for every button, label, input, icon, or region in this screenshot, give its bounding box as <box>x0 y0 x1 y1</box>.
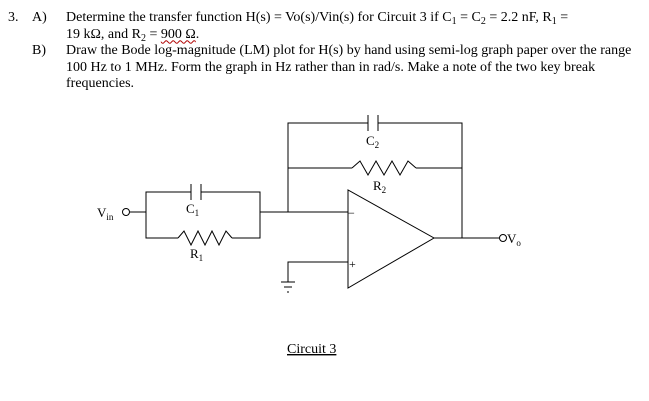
vin-terminal <box>122 208 130 216</box>
inverting-input-label: − <box>348 206 355 220</box>
part-b-text: Draw the Bode log-magnitude (LM) plot fo… <box>66 43 632 91</box>
problem-number: 3. <box>8 10 19 25</box>
part-a-text: Determine the transfer function H(s) = V… <box>66 10 569 44</box>
noninverting-input-label: + <box>349 257 356 271</box>
r2-resistor <box>351 159 417 177</box>
c2-capacitor <box>367 115 379 131</box>
c2-label: C2 <box>366 133 379 150</box>
part-b: B) Draw the Bode log-magnitude (LM) plot… <box>8 43 643 93</box>
vin-label: Vin <box>97 205 114 222</box>
part-b-letter: B) <box>32 43 46 58</box>
circuit-caption: Circuit 3 <box>287 342 336 357</box>
part-a-letter: A) <box>32 10 47 25</box>
r2-value-spellcheck: 900 Ω <box>160 26 196 42</box>
problem-statement: 3. A) Determine the transfer function H(… <box>8 10 643 93</box>
op-amp <box>347 189 436 289</box>
r2-label: R2 <box>373 178 386 195</box>
vo-label: Vo <box>507 231 521 248</box>
r1-label: R1 <box>190 246 203 263</box>
part-a: 3. A) Determine the transfer function H(… <box>8 10 643 43</box>
c1-label: C1 <box>186 201 199 218</box>
c1-capacitor <box>190 184 202 200</box>
r1-resistor <box>177 229 233 247</box>
vo-terminal <box>499 234 507 242</box>
